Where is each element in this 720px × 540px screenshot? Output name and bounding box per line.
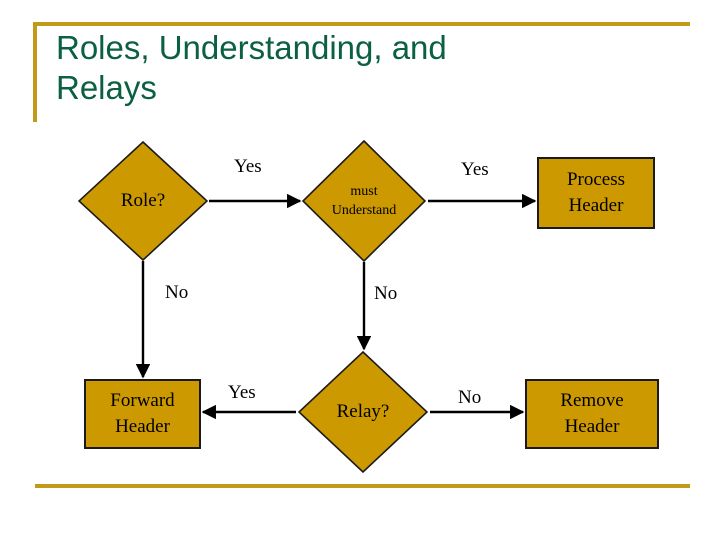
node-forward-header[interactable]: Forward Header bbox=[84, 379, 201, 449]
edge-label-must-yes: Yes bbox=[461, 159, 489, 180]
page-title: Roles, Understanding, and Relays bbox=[56, 29, 447, 106]
diamond-shape bbox=[302, 140, 426, 262]
edge-label-role-no: No bbox=[165, 282, 189, 303]
edge-label-must-no: No bbox=[374, 283, 398, 304]
title-accent-frame bbox=[33, 22, 690, 122]
edge-label-role-yes: Yes bbox=[234, 156, 262, 177]
edge-label-relay-no: No bbox=[458, 387, 482, 408]
node-must-understand-decision[interactable]: must Understand bbox=[302, 140, 426, 262]
diamond-shape bbox=[298, 351, 428, 473]
node-process-header[interactable]: Process Header bbox=[537, 157, 655, 229]
node-remove-header[interactable]: Remove Header bbox=[525, 379, 659, 449]
node-role-decision[interactable]: Role? bbox=[78, 141, 208, 261]
edge-label-relay-yes: Yes bbox=[228, 382, 256, 403]
bottom-accent-rule bbox=[35, 484, 690, 488]
node-relay-decision[interactable]: Relay? bbox=[298, 351, 428, 473]
diamond-shape bbox=[78, 141, 208, 261]
